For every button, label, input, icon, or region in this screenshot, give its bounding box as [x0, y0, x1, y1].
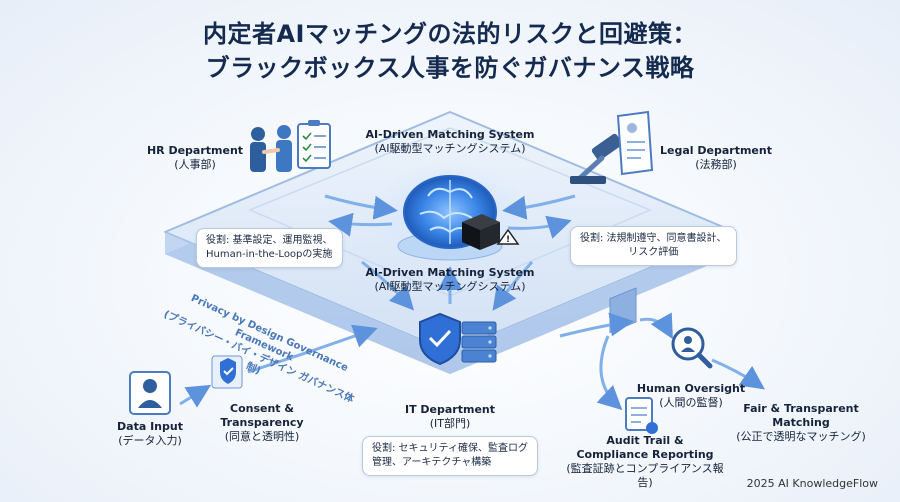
it-sub: (IT部門) [429, 417, 471, 430]
it-role-line-2: 管理、アーキテクチャ構築 [372, 457, 492, 468]
it-role-line-1: 役割: セキュリティ確保、監査ログ [372, 443, 528, 454]
data-input-sub: (データ入力) [118, 434, 182, 447]
legal-sub: (法務部) [695, 158, 737, 171]
center-system-sub-bottom: (AI駆動型マッチングシステム) [374, 280, 526, 293]
human-oversight-sub: (人間の監督) [659, 396, 723, 409]
center-system-sub-top: (AI駆動型マッチングシステム) [374, 142, 526, 155]
legal-department-label: Legal Department (法務部) [656, 144, 776, 172]
legal-name: Legal Department [660, 144, 772, 157]
audit-line-2: Compliance Reporting [576, 448, 714, 461]
profile-card-icon [129, 371, 171, 415]
fair-sub: (公正で透明なマッチング) [736, 430, 866, 443]
page-title-line-2: ブラックボックス人事を防ぐガバナンス戦略 [205, 54, 695, 82]
data-input-label: Data Input (データ入力) [110, 420, 190, 448]
it-role-box: 役割: セキュリティ確保、監査ログ 管理、アーキテクチャ構築 [362, 436, 538, 476]
audit-report-icon [625, 397, 658, 434]
hr-sub: (人事部) [174, 158, 216, 171]
hr-role-line-2: Human-in-the-Loopの実施 [206, 249, 333, 260]
legal-role-line-2: リスク評価 [628, 247, 679, 258]
consent-sub: (同意と透明性) [224, 430, 300, 443]
audit-trail-label: Audit Trail & Compliance Reporting (監査証跡… [560, 434, 730, 490]
fair-line-2: Matching [772, 416, 830, 429]
footer-credit: 2025 AI KnowledgeFlow [746, 477, 878, 490]
warning-icon: ! [496, 228, 520, 245]
consent-line-1: Consent & [230, 402, 294, 415]
audit-sub: (監査証跡とコンプライアンス報告) [566, 462, 724, 489]
center-system-name-bottom: AI-Driven Matching System [365, 266, 535, 279]
fair-line-1: Fair & Transparent [743, 402, 859, 415]
center-system-label-top: AI-Driven Matching System (AI駆動型マッチングシステ… [360, 128, 540, 156]
magnifier-person-icon [671, 327, 713, 369]
hr-name: HR Department [146, 144, 244, 157]
data-input-name: Data Input [117, 420, 183, 433]
human-oversight-label: Human Oversight (人間の監督) [636, 382, 746, 410]
ai-core-icon [370, 163, 530, 267]
shield-check-icon [419, 312, 461, 366]
human-oversight-name: Human Oversight [636, 382, 746, 395]
consent-line-2: Transparency [220, 416, 304, 429]
center-system-label-bottom: AI-Driven Matching System (AI駆動型マッチングシステ… [360, 266, 540, 294]
center-system-name-top: AI-Driven Matching System [365, 128, 535, 141]
hr-department-label: HR Department (人事部) [140, 144, 250, 172]
black-box-icon [462, 214, 500, 250]
audit-line-1: Audit Trail & [606, 434, 684, 447]
consent-label: Consent & Transparency (同意と透明性) [212, 402, 312, 444]
fair-matching-label: Fair & Transparent Matching (公正で透明なマッチング… [726, 402, 876, 444]
hr-role-line-1: 役割: 基準設定、運用監視、 [206, 235, 333, 246]
handshake-icon [250, 125, 292, 172]
flow-arrows [179, 194, 765, 411]
server-stack-icon [461, 321, 497, 363]
it-department-label: IT Department (IT部門) [395, 403, 505, 431]
it-name: IT Department [404, 403, 495, 416]
consent-shield-icon [211, 355, 243, 389]
checklist-icon [297, 120, 331, 169]
legal-role-box: 役割: 法規制遵守、同意書設計、 リスク評価 [570, 226, 737, 266]
svg-text:!: ! [506, 235, 510, 245]
page-title-line-1: 内定者AIマッチングの法的リスクと回避策： [202, 20, 697, 48]
legal-role-line-1: 役割: 法規制遵守、同意書設計、 [580, 233, 727, 244]
hr-role-box: 役割: 基準設定、運用監視、 Human-in-the-Loopの実施 [196, 228, 343, 268]
gavel-icon [570, 133, 623, 184]
contract-document-icon [616, 110, 654, 176]
